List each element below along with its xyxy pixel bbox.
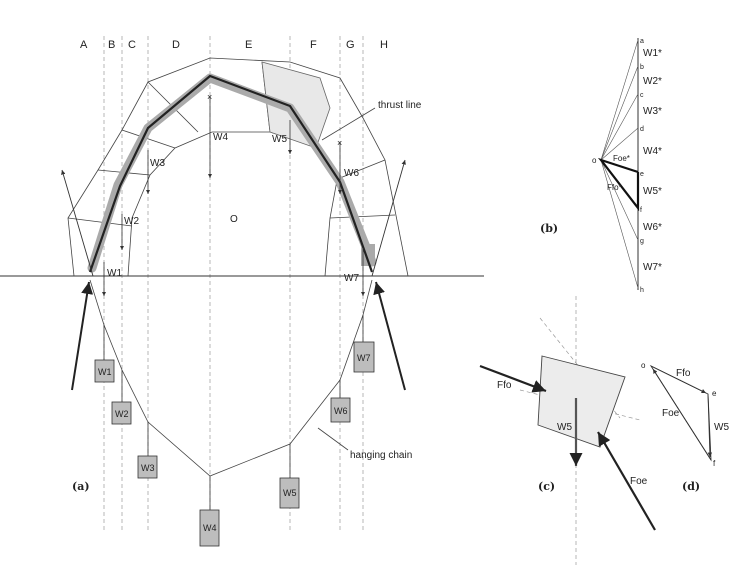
svg-text:×: ×	[337, 138, 342, 148]
point-h: h	[640, 287, 644, 294]
triangle-point-e: e	[712, 389, 717, 398]
left-reaction-arrow	[61, 169, 94, 277]
thrust-line-leader	[321, 107, 376, 141]
point-d: d	[640, 126, 644, 133]
column-label-d: D	[172, 39, 180, 51]
column-label-f: F	[310, 39, 317, 51]
hanging-chain-leader	[317, 427, 349, 451]
hanging-chain-label: hanging chain	[350, 450, 412, 461]
polygon-weight-4: W4*	[643, 146, 662, 157]
right-support-force	[373, 281, 406, 391]
hanging-weights	[94, 315, 375, 547]
arch-weight-label-2: W2	[124, 216, 139, 227]
triangle-point-o: o	[641, 361, 646, 370]
point-a: a	[640, 38, 644, 45]
polygon-force-foe: Foe*	[613, 154, 630, 163]
block-label-foe: Foe	[630, 476, 648, 487]
arch-extrados	[67, 57, 409, 277]
panel-d: o e f Ffo Foe W5 (d)	[641, 361, 729, 493]
column-label-e: E	[245, 39, 252, 51]
arch-weight-label-1: W1	[107, 268, 122, 279]
hanging-chain	[89, 279, 373, 477]
left-support-force	[71, 281, 94, 391]
triangle-label-ffo: Ffo	[676, 368, 691, 379]
arch-intrados	[127, 131, 339, 277]
center-label: O	[230, 214, 238, 225]
triangle-point-f: f	[713, 459, 716, 468]
svg-text:×: ×	[207, 92, 212, 102]
arch-weight-label-4: W4	[213, 132, 228, 143]
isolated-block	[537, 355, 626, 448]
polygon-weight-6: W6*	[643, 222, 662, 233]
hanging-weight-label-4: W4	[203, 523, 217, 533]
arch-weight-label-3: W3	[150, 158, 165, 169]
force-triangle-bold	[597, 157, 640, 212]
panel-b: o a b c d e f g h W1* W2* W3* W4* W5* W6…	[540, 38, 662, 294]
hanging-weight-label-6: W6	[334, 406, 348, 416]
hanging-weight-label-5: W5	[283, 488, 297, 498]
panel-a: A B C D E F G H	[0, 36, 484, 547]
block-label-w5: W5	[557, 422, 572, 433]
column-label-c: C	[128, 39, 136, 51]
hanging-weight-label-1: W1	[98, 367, 112, 377]
thrust-zone-band	[87, 73, 377, 273]
column-label-g: G	[346, 39, 355, 51]
point-f: f	[640, 207, 642, 214]
polygon-weight-5: W5*	[643, 186, 662, 197]
force-ffo-arrow	[479, 364, 547, 393]
hanging-weight-label-7: W7	[357, 353, 371, 363]
triangle-label-w5: W5	[714, 422, 729, 433]
polygon-weight-3: W3*	[643, 106, 662, 117]
polygon-force-ffo: Ffo*	[607, 183, 622, 192]
block-label-ffo: Ffo	[497, 380, 512, 391]
point-e: e	[640, 171, 644, 178]
arch-weight-arrows: × ×	[102, 92, 365, 296]
point-g: g	[640, 238, 644, 245]
point-c: c	[640, 92, 644, 99]
column-label-b: B	[108, 39, 115, 51]
thrust-line-label: thrust line	[378, 100, 422, 111]
right-reaction-arrow	[371, 159, 406, 277]
panel-label-c: (c)	[538, 480, 555, 493]
arch-weight-label-6: W6	[344, 168, 359, 179]
column-label-h: H	[380, 39, 388, 51]
arch-weight-label-5: W5	[272, 134, 287, 145]
column-labels: A B C D E F G H	[80, 39, 388, 51]
polygon-weight-2: W2*	[643, 76, 662, 87]
hanging-weight-label-3: W3	[141, 463, 155, 473]
arch-weight-label-7: W7	[344, 273, 359, 284]
panel-c: Ffo Foe W5 (c)	[479, 296, 656, 565]
funicular-rays	[600, 39, 639, 289]
force-foe-arrow	[597, 431, 656, 531]
triangle-label-foe: Foe	[662, 408, 680, 419]
column-label-a: A	[80, 39, 88, 51]
polygon-weight-1: W1*	[643, 48, 662, 59]
panel-label-b: (b)	[540, 222, 558, 235]
pole-label: o	[592, 156, 597, 165]
shaded-voussoir	[261, 61, 331, 149]
point-b: b	[640, 64, 644, 71]
hanging-weight-label-2: W2	[115, 409, 129, 419]
polygon-weight-7: W7*	[643, 262, 662, 273]
panel-label-a: (a)	[72, 480, 90, 493]
panel-label-d: (d)	[682, 480, 700, 493]
